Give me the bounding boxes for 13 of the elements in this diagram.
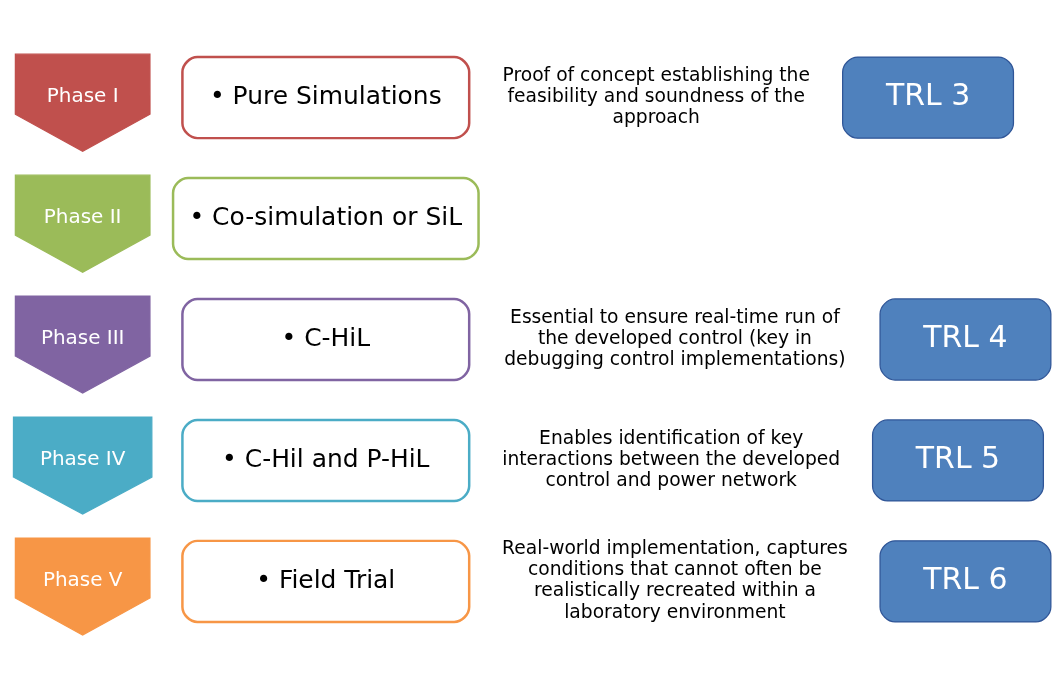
node-box: • C-HiL — [181, 297, 471, 381]
node-box: TRL 4 — [879, 297, 1052, 381]
node-box: • Pure Simulations — [181, 55, 471, 139]
node-box: TRL 5 — [871, 418, 1044, 502]
node-box: TRL 3 — [842, 55, 1015, 139]
label: Essential to ensure real-time run of the developed control (key in debugging control implementations) — [504, 305, 846, 369]
node-box: • C-Hil and P-HiL — [181, 418, 471, 502]
node-box: • Field Trial — [181, 539, 471, 623]
node-box: TRL 6 — [879, 539, 1052, 623]
label: Real-world implementation, captures conditions that cannot often be realistically recreated within a laboratory environment — [502, 536, 848, 622]
label: Proof of concept establishing the feasibility and soundness of the approach — [502, 63, 810, 127]
label: Enables identification of key interactions between the developed control and power network — [502, 426, 841, 490]
node-box: • Co-simulation or SiL — [171, 176, 480, 260]
